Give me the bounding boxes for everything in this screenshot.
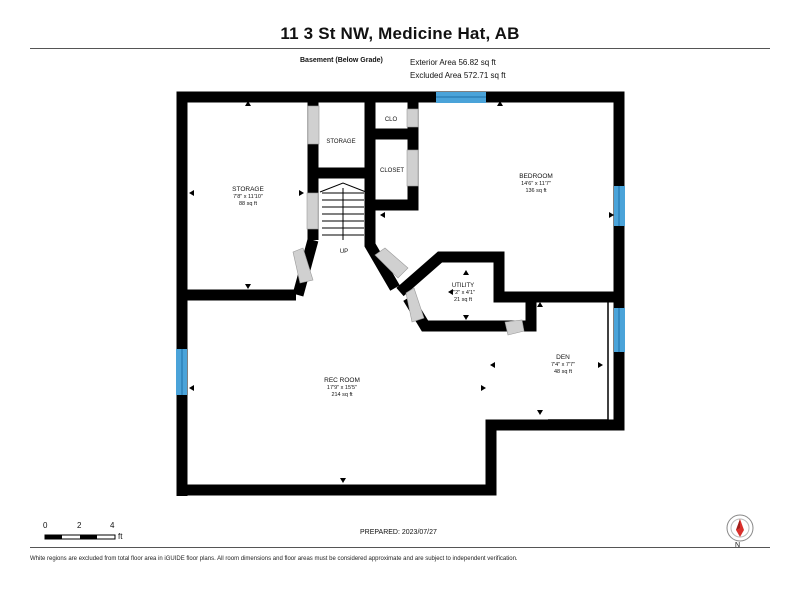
windows xyxy=(176,92,625,395)
bedroom-name: BEDROOM xyxy=(519,173,553,180)
excluded-area: Excluded Area 572.71 sq ft xyxy=(410,71,506,80)
door-utility xyxy=(405,287,425,323)
bedroom-dims: 14'6" x 11'7" xyxy=(521,181,551,187)
doors xyxy=(292,105,525,336)
page-title: 11 3 St NW, Medicine Hat, AB xyxy=(280,24,520,43)
storage-left-area: 88 sq ft xyxy=(239,201,258,207)
den-partition xyxy=(548,300,609,421)
den-dims: 7'4" x 7'7" xyxy=(551,362,575,368)
scale-tick-4: 4 xyxy=(110,521,115,530)
scale-tick-2: 2 xyxy=(77,521,82,530)
exterior-wall xyxy=(176,91,625,496)
floor-label: Basement (Below Grade) xyxy=(300,57,383,64)
prepared-date: PREPARED: 2023/07/27 xyxy=(360,529,437,536)
door-utility-bottom xyxy=(504,319,525,336)
area-summary: Exterior Area 56.82 sq ft Excluded Area … xyxy=(410,56,506,82)
door-rec-left xyxy=(292,247,314,284)
rec-room-name: REC ROOM xyxy=(324,377,360,384)
scale-bar xyxy=(44,534,116,540)
scale-unit: ft xyxy=(118,532,123,541)
footer-divider xyxy=(30,547,770,548)
storage-small-name: STORAGE xyxy=(326,139,355,145)
door-small-storage xyxy=(307,105,320,145)
scale-tick-0: 0 xyxy=(43,521,48,530)
utility-dims: 7'2" x 4'1" xyxy=(451,290,475,296)
stair-wall-right xyxy=(364,97,400,291)
door-clo xyxy=(406,108,419,128)
compass-icon xyxy=(726,514,754,542)
title-divider xyxy=(30,48,770,49)
utility-area: 21 sq ft xyxy=(454,297,473,303)
footer-note: White regions are excluded from total fl… xyxy=(30,556,518,562)
utility-name: UTILITY xyxy=(452,283,474,289)
door-stair-right xyxy=(374,247,409,279)
rec-room-area: 214 sq ft xyxy=(331,392,353,398)
storage-left-name: STORAGE xyxy=(232,186,264,193)
staircase xyxy=(319,182,367,240)
bedroom-area: 136 sq ft xyxy=(525,188,547,194)
room-labels: STORAGE 7'8" x 11'10" 88 sq ft STORAGE C… xyxy=(232,117,575,398)
storage-left-dims: 7'8" x 11'10" xyxy=(233,194,263,200)
rec-room-dims: 17'9" x 15'5" xyxy=(327,385,357,391)
exterior-area: Exterior Area 56.82 sq ft xyxy=(410,58,496,67)
clo-name: CLO xyxy=(385,117,398,123)
door-closet xyxy=(406,149,419,187)
dimension-markers xyxy=(189,101,614,483)
walls xyxy=(176,91,625,496)
door-storage-left xyxy=(306,192,319,230)
clo-wall xyxy=(370,97,419,140)
closet-name: CLOSET xyxy=(380,168,404,174)
stairs-up-label: UP xyxy=(340,249,348,255)
den-name: DEN xyxy=(556,354,570,361)
den-area: 48 sq ft xyxy=(554,369,573,375)
compass-label: N xyxy=(735,542,741,549)
